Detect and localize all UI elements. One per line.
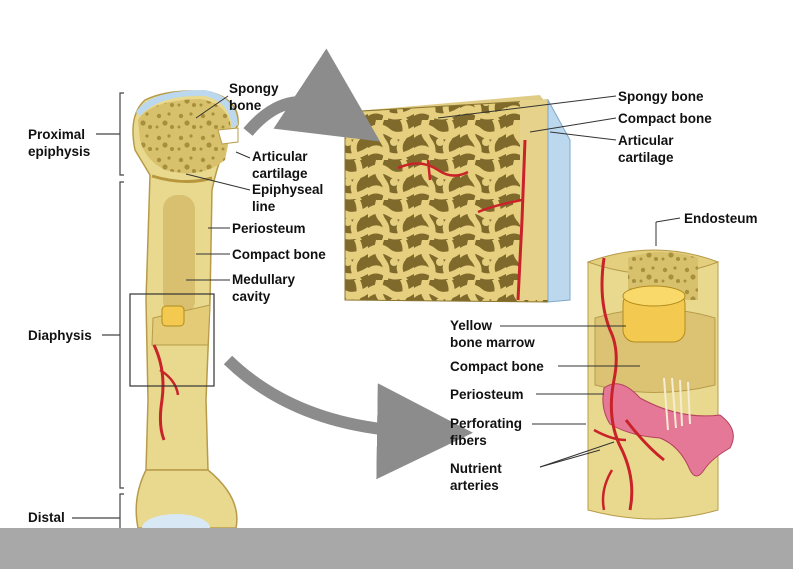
articular-cartilage-side: [547, 99, 571, 303]
shaft-artery-1: [600, 257, 634, 511]
brackets: [72, 92, 124, 528]
label-compact-bone-right: Compact bone: [618, 111, 712, 126]
shaft-block: [586, 249, 734, 520]
label-periosteum-left: Periosteum: [232, 221, 306, 236]
medullary-cavity-region: [163, 195, 195, 315]
leader-lines: [185, 95, 681, 468]
arrow-to-spongy-block: [243, 48, 381, 142]
block-artery-1: [516, 139, 527, 301]
label-proximal-epiphysis: Proximal epiphysis: [28, 127, 91, 159]
label-articular-cartilage-right: Articular cartilage: [618, 133, 674, 165]
artery-left-2: [159, 368, 180, 396]
label-diaphysis: Diaphysis: [28, 328, 92, 343]
compact-bone-band: [520, 100, 548, 300]
bottom-gray-band: [0, 528, 793, 569]
shaft-artery-4: [601, 469, 614, 511]
articular-cartilage-cap: [136, 90, 238, 128]
marrow-cylinder-small: [161, 305, 185, 327]
label-yellow-bone-marrow: Yellow bone marrow: [450, 318, 535, 350]
long-bone: [129, 90, 239, 542]
block-artery-3: [397, 162, 469, 177]
label-articular-cartilage-left: Articular cartilage: [252, 149, 308, 181]
label-nutrient-arteries: Nutrient arteries: [450, 461, 502, 493]
label-compact-bone-left: Compact bone: [232, 247, 326, 262]
label-periosteum-lower: Periosteum: [450, 387, 524, 402]
shaft-artery-2: [624, 419, 665, 462]
artery-left-1: [152, 344, 166, 441]
zoom-box: [129, 293, 215, 387]
label-epiphyseal-line: Epiphyseal line: [252, 182, 324, 214]
label-perforating-fibers: Perforating fibers: [450, 416, 523, 448]
label-medullary-cavity: Medullary cavity: [232, 272, 296, 304]
label-endosteum: Endosteum: [684, 211, 758, 226]
bracket-proximal: [119, 92, 124, 176]
label-spongy-bone-right: Spongy bone: [618, 89, 704, 104]
arrow-to-shaft-block: [223, 355, 473, 480]
block-artery-4: [426, 159, 432, 181]
spongy-block: [344, 95, 571, 303]
block-artery-2: [477, 198, 523, 214]
bracket-distal: [119, 493, 124, 528]
spongy-head: [138, 99, 231, 174]
bracket-diaphysis: [119, 181, 124, 489]
fiber-strands: [663, 377, 691, 431]
label-compact-bone-lower: Compact bone: [450, 359, 544, 374]
shaft-artery-3: [593, 428, 627, 442]
label-spongy-bone-left: Spongy bone: [229, 81, 279, 113]
distal-epiphysis-shape: [135, 469, 238, 529]
